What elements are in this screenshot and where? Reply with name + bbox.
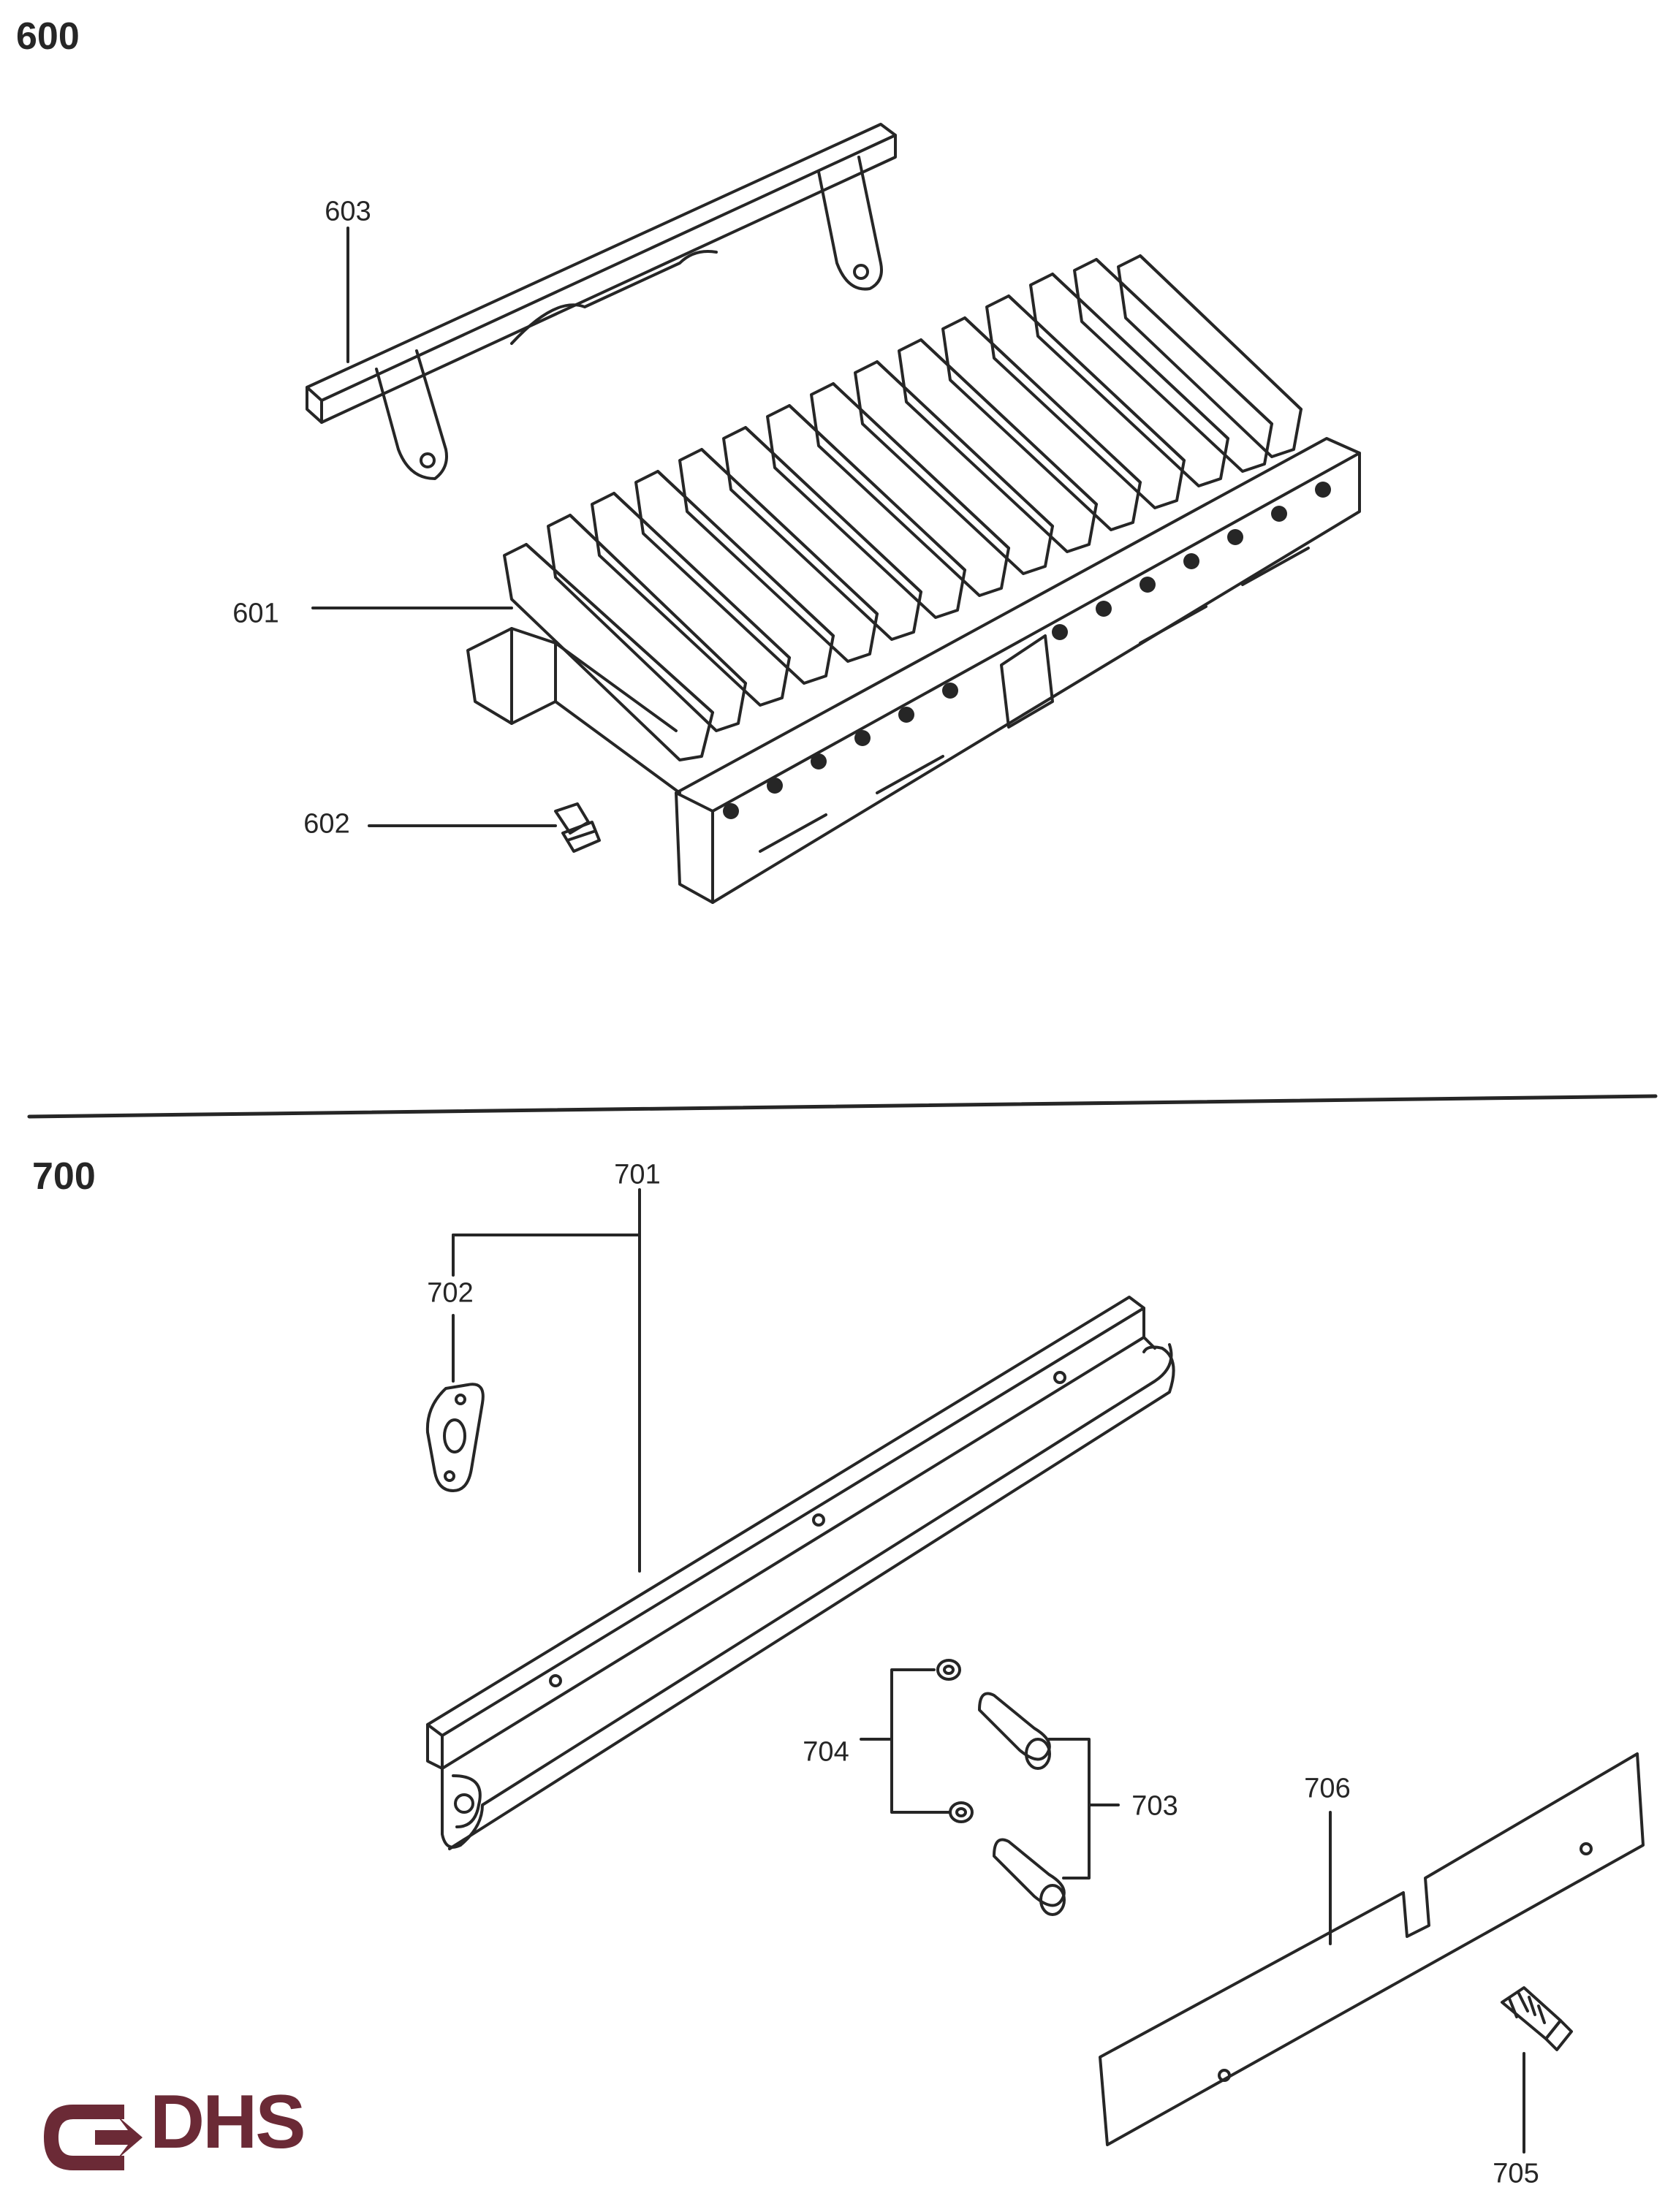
dhs-logo-mark bbox=[44, 2105, 143, 2170]
callout-706: 706 bbox=[1304, 1773, 1351, 1804]
gasket-702-drawing bbox=[425, 1383, 485, 1492]
bracket-603-drawing bbox=[306, 123, 897, 480]
burner-manifold-601-drawing bbox=[466, 254, 1361, 904]
screw-602-drawing bbox=[554, 802, 601, 853]
leader-703-bracket bbox=[1047, 1738, 1091, 1880]
rail-701-drawing bbox=[426, 1296, 1175, 1850]
section-number-700: 700 bbox=[32, 1155, 96, 1198]
section-number-600: 600 bbox=[16, 15, 80, 58]
callout-701: 701 bbox=[614, 1159, 661, 1190]
callout-601: 601 bbox=[232, 598, 279, 629]
plate-706-drawing bbox=[1099, 1752, 1645, 2146]
brand-logo-text: DHS bbox=[150, 2080, 306, 2165]
callout-703: 703 bbox=[1131, 1790, 1178, 1822]
screws-703-drawing bbox=[978, 1692, 1066, 1916]
callout-603: 603 bbox=[325, 196, 371, 227]
section-divider bbox=[27, 1094, 1658, 1119]
callout-705: 705 bbox=[1493, 2158, 1539, 2189]
callout-704: 704 bbox=[803, 1736, 849, 1768]
washers-704-drawing bbox=[936, 1659, 974, 1823]
screw-705-drawing bbox=[1501, 1986, 1573, 2051]
callout-602: 602 bbox=[303, 808, 350, 840]
callout-702: 702 bbox=[427, 1277, 474, 1309]
leader-704-bracket bbox=[890, 1668, 952, 1814]
